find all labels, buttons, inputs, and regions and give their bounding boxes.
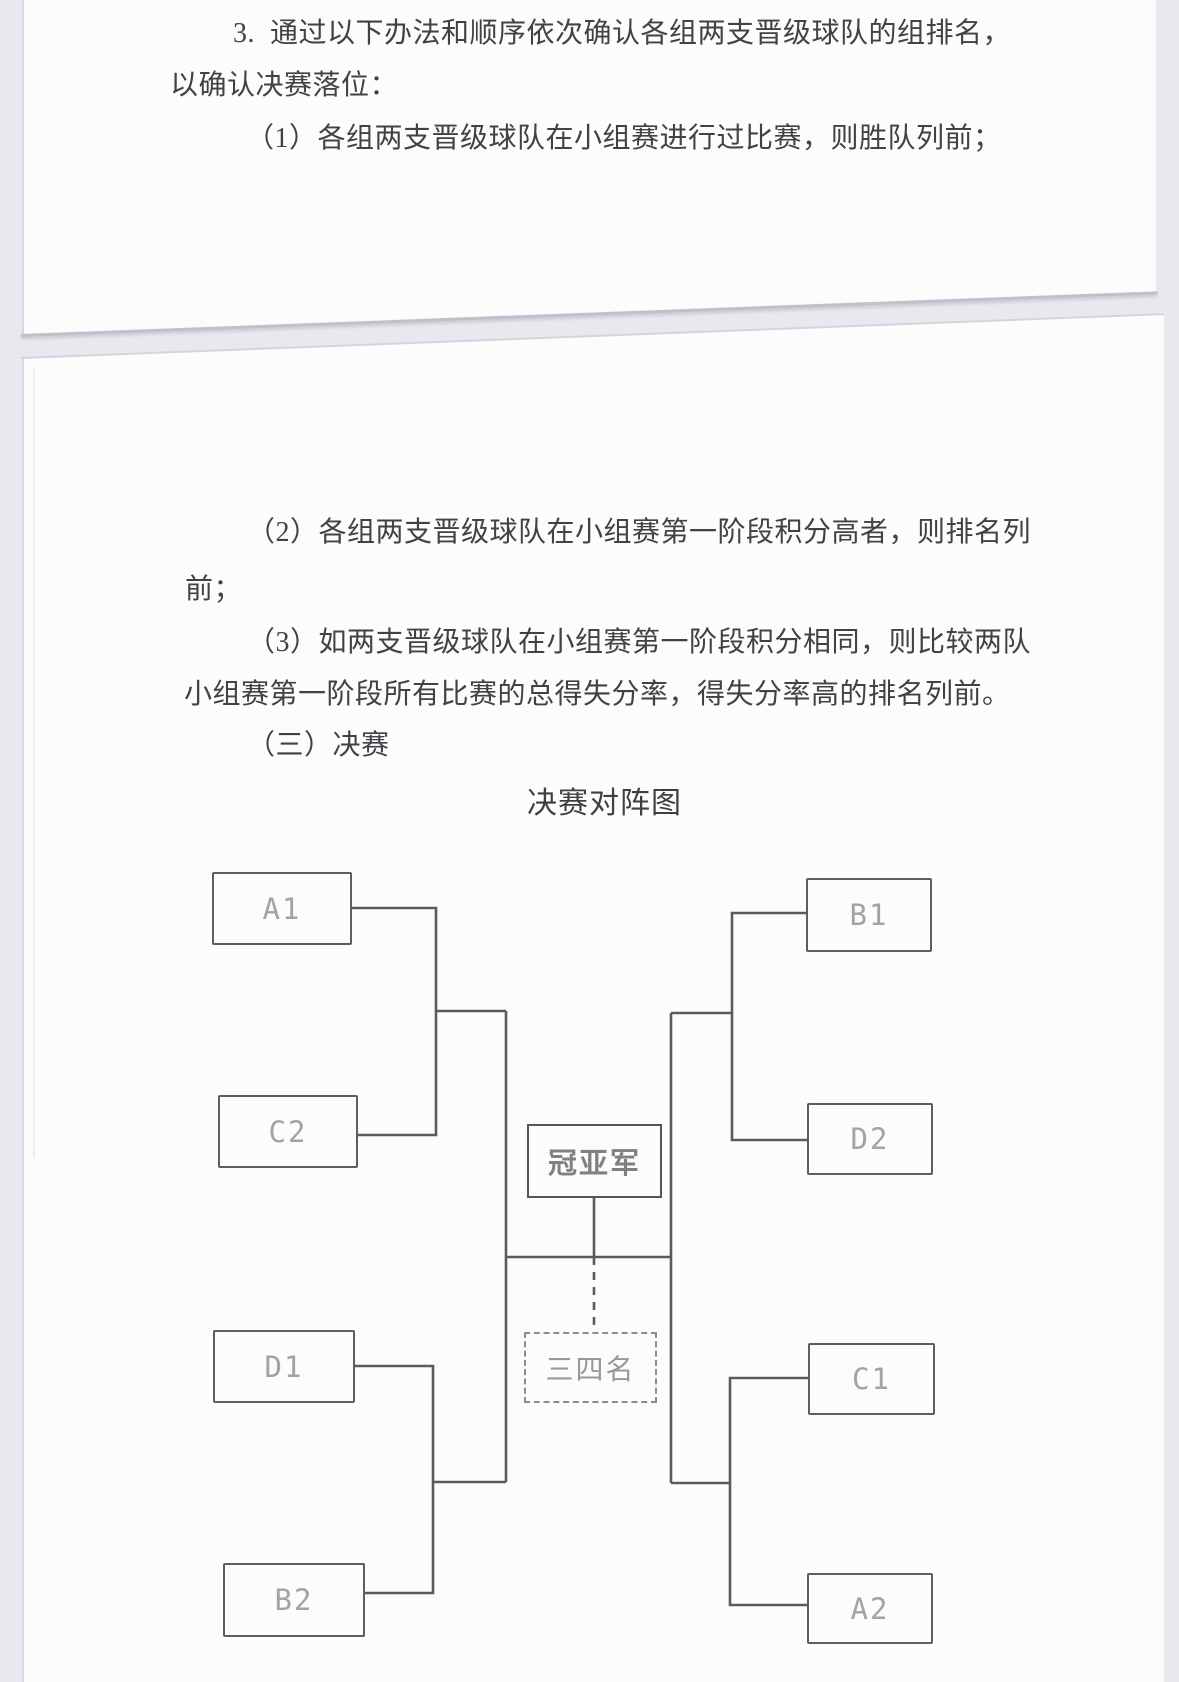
team-label-c1: C1	[852, 1362, 891, 1396]
third-place-box-label: 三四名	[545, 1354, 636, 1386]
team-box-d1: D1	[213, 1330, 355, 1403]
team-label-a1: A1	[262, 891, 302, 926]
bracket-diagram-title: 决赛对阵图	[527, 787, 682, 820]
page-2-crease-line	[33, 368, 35, 1158]
text-line-item3: 3. 通过以下办法和顺序依次确认各组两支晋级球队的组排名，	[233, 18, 1012, 49]
team-box-b2: B2	[223, 1563, 365, 1637]
page-2	[22, 313, 1164, 1682]
champion-box-label: 冠亚军	[547, 1148, 641, 1180]
team-box-c2: C2	[218, 1095, 358, 1168]
champion-box: 冠亚军	[527, 1124, 662, 1198]
team-label-c2: C2	[268, 1114, 308, 1149]
team-box-b1: B1	[806, 878, 932, 952]
text-line-rule1: （1）各组两支晋级球队在小组赛进行过比赛，则胜队列前；	[246, 123, 1002, 154]
team-label-a2: A2	[850, 1591, 890, 1626]
text-line-rule3-cont: 小组赛第一阶段所有比赛的总得失分率，得失分率高的排名列前。	[184, 679, 1011, 710]
team-label-b1: B1	[849, 898, 889, 932]
text-line-item3-cont: 以确认决赛落位：	[170, 70, 399, 101]
team-box-c1: C1	[808, 1343, 935, 1415]
page-1	[22, 0, 1156, 336]
text-line-section-final: （三）决赛	[247, 730, 390, 761]
team-label-d2: D2	[850, 1122, 890, 1156]
team-box-a2: A2	[807, 1573, 933, 1644]
third-place-box: 三四名	[524, 1332, 657, 1403]
text-line-rule2: （2）各组两支晋级球队在小组赛第一阶段积分高者，则排名列	[247, 517, 1032, 548]
team-label-b2: B2	[274, 1583, 314, 1617]
text-line-rule3: （3）如两支晋级球队在小组赛第一阶段积分相同，则比较两队	[247, 627, 1032, 658]
team-box-d2: D2	[807, 1103, 933, 1175]
text-line-rule2-cont: 前；	[185, 574, 243, 605]
team-label-d1: D1	[264, 1349, 304, 1384]
team-box-a1: A1	[212, 872, 352, 945]
